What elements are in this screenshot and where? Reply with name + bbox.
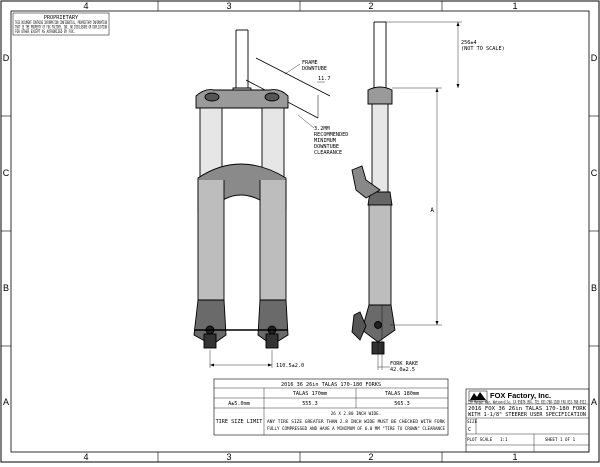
fork-side-view [351, 21, 396, 355]
angle-text: 11.7 [318, 76, 331, 82]
spec-table-title: 2016 36 26in TALAS 170-180 FORKS [281, 382, 381, 388]
tire-line-3: FULLY COMPRESSED AND HAVE A MINIMUM OF 6… [267, 426, 445, 431]
steerer-length-text: 256±4 [461, 40, 477, 46]
spec-col-header-180: TALAS 180mm [385, 391, 419, 397]
fox-logo [468, 390, 488, 402]
zone-col-1-top: 1 [512, 1, 517, 11]
proprietary-line-2: THAT IS THE PROPERTY OF FOX FACTORY, INC… [15, 25, 107, 30]
zone-row-c-left: C [3, 168, 10, 178]
clearance-callout: 3.2MM RECOMMENDED MINIMUM DOWNTUBE CLEAR… [297, 114, 348, 156]
zone-row-a-right: A [591, 397, 597, 407]
spec-value-170: 555.3 [302, 401, 318, 407]
clearance-line-2: RECOMMENDED [314, 132, 348, 138]
axle-width-text: 110.5±2.0 [276, 363, 304, 369]
company-name: FOX Factory, Inc. [490, 391, 551, 400]
zone-col-2-top: 2 [368, 1, 373, 11]
fork-rake-value: 42.0±2.5 [390, 367, 415, 373]
frame-downtube-callout: FRAME DOWNTUBE [284, 60, 327, 75]
drawing-description-line-2: WITH 1-1/8" STEERER USER SPECIFICATION [468, 412, 586, 418]
tire-line-2: ANY TIRE SIZE GREATER THAN 2.8 INCH WIDE… [267, 419, 445, 424]
fork-rake-label: FORK RAKE [390, 361, 418, 367]
fork-front-view [193, 29, 331, 349]
clearance-line-1: 3.2MM [314, 126, 330, 132]
size-label: SIZE [467, 419, 478, 424]
plot-scale-value: 1:1 [500, 437, 508, 442]
frame-downtube-line-1: FRAME [302, 60, 318, 66]
company-address: 130 Hangar Way, Watsonville, CA 95076 US… [468, 400, 586, 405]
sheet-number: SHEET 1 OF 1 [545, 437, 576, 442]
plot-scale-label: PLOT SCALE [467, 437, 493, 442]
steerer-dimension: 256±4 (NOT TO SCALE) [386, 21, 505, 88]
zone-col-3-bottom: 3 [226, 452, 231, 462]
axle-width-dimension: 110.5±2.0 [209, 350, 304, 369]
steerer-note-text: (NOT TO SCALE) [461, 46, 505, 52]
zone-row-b-right: B [591, 283, 597, 293]
title-block: FOX Factory, Inc. 130 Hangar Way, Watson… [465, 388, 590, 453]
clearance-line-5: CLEARANCE [314, 150, 342, 156]
tire-line-1: 26 X 2.80 INCH WIDE. [331, 411, 381, 416]
zone-row-b-left: B [3, 283, 9, 293]
zone-row-a-left: A [3, 397, 9, 407]
zone-col-4-bottom: 4 [83, 452, 88, 462]
proprietary-line-3: FOR OTHER EXCEPT AS AUTHORIZED BY FOX. [15, 29, 75, 34]
spec-table: 2016 36 26in TALAS 170-180 FORKS TALAS 1… [213, 378, 449, 436]
zone-col-3-top: 3 [226, 1, 231, 11]
clearance-line-4: DOWNTUBE [314, 144, 339, 150]
spec-row-label: A±5.0mm [228, 401, 250, 407]
size-value: C [468, 427, 471, 433]
zone-col-4-top: 4 [83, 1, 88, 11]
proprietary-heading: PROPRIETARY [44, 15, 79, 21]
spec-value-180: 565.3 [394, 401, 410, 407]
angle-callout: 11.7 [317, 76, 331, 118]
zone-row-c-right: C [591, 168, 598, 178]
drawing-description-line-1: 2016 FOX 36 26in TALAS 170-180 FORK [468, 406, 587, 412]
tire-size-label: TIRE SIZE LIMIT [216, 419, 263, 425]
zone-row-d-left: D [3, 53, 10, 63]
fork-rake-dimension: FORK RAKE 42.0±2.5 [377, 305, 418, 373]
zone-row-d-right: D [591, 53, 598, 63]
zone-col-2-bottom: 2 [368, 452, 373, 462]
zone-col-1-bottom: 1 [512, 452, 517, 462]
clearance-line-3: MINIMUM [314, 138, 336, 144]
dimension-a-label: A [430, 207, 434, 214]
frame-downtube-line-2: DOWNTUBE [302, 66, 327, 72]
spec-col-header-170: TALAS 170mm [293, 391, 327, 397]
dimension-a: A [390, 87, 442, 326]
proprietary-notice: PROPRIETARY THIS DOCUMENT CONTAINS INFOR… [12, 12, 110, 36]
proprietary-line-1: THIS DOCUMENT CONTAINS INFORMATION CONFI… [15, 20, 107, 25]
